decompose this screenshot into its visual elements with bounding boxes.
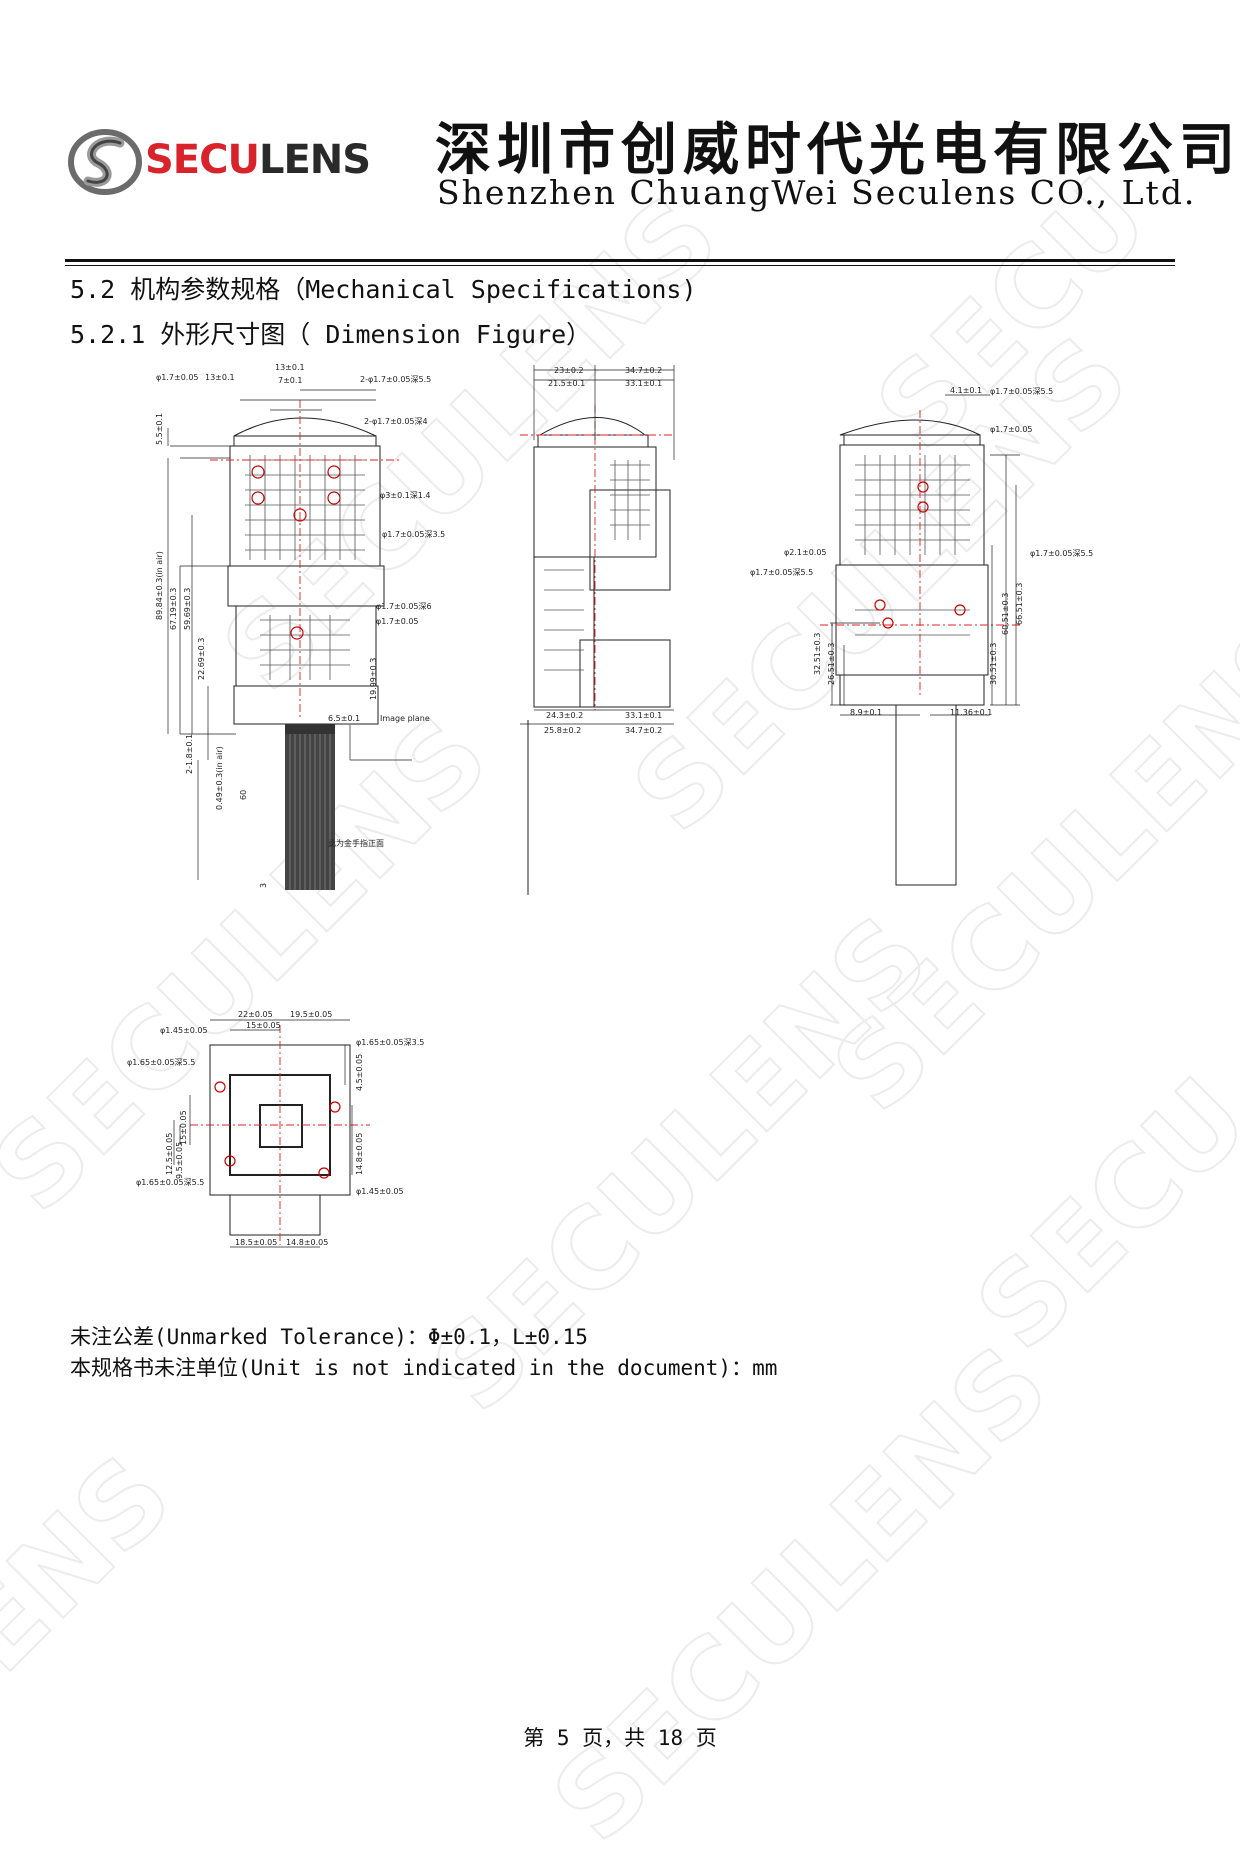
dim-label: φ1.7±0.05深5.5: [750, 568, 813, 577]
dim-label: 15±0.05: [246, 1021, 281, 1030]
dim-label: 33.1±0.1: [625, 711, 662, 720]
dim-label: 7±0.1: [278, 376, 303, 385]
dim-label: 22±0.05: [238, 1010, 273, 1019]
logo-text: SECULENS: [145, 137, 371, 183]
dim-label: φ1.45±0.05: [160, 1026, 208, 1035]
dim-label: Image plane: [380, 714, 430, 723]
dim-label: φ1.7±0.05深6: [376, 602, 432, 611]
dim-label: 34.7±0.2: [625, 366, 662, 375]
dim-label: 11.36±0.1: [950, 708, 992, 717]
dim-label: 2-φ1.7±0.05深4: [364, 417, 428, 426]
dim-label: 60: [239, 790, 248, 800]
dim-label: 14.8±0.05: [286, 1238, 328, 1247]
dim-label: 3: [259, 883, 268, 888]
dim-label: 66.51±0.3: [1015, 583, 1024, 625]
dim-label: 24.3±0.2: [546, 711, 583, 720]
dim-label: 34.7±0.2: [625, 726, 662, 735]
watermark: ENS: [0, 1431, 197, 1698]
dim-label: 13±0.1: [205, 373, 235, 382]
rear-view-drawing: 4.1±0.1 φ1.7±0.05深5.5 φ1.7±0.05 φ2.1±0.0…: [750, 386, 1093, 886]
dim-label: 25.8±0.2: [544, 726, 581, 735]
dim-label: 33.1±0.1: [625, 379, 662, 388]
dim-label: 32.51±0.3: [813, 633, 822, 675]
unit-note: 本规格书未注单位(Unit is not indicated in the do…: [70, 1356, 778, 1380]
dim-label: 4.1±0.1: [950, 386, 982, 395]
dim-label: 19.99±0.3: [369, 658, 378, 700]
dim-label: 0.49±0.3(in air): [215, 746, 224, 810]
dim-label: 2-1.8±0.1: [185, 734, 194, 774]
dim-label: φ1.7±0.05: [376, 617, 419, 626]
dim-label: φ1.7±0.05深5.5: [1030, 549, 1093, 558]
tolerance-note: 未注公差(Unmarked Tolerance)：Φ±0.1，L±0.15: [70, 1325, 588, 1349]
dim-label: φ1.7±0.05: [156, 373, 199, 382]
dim-label: 6.5±0.1: [328, 714, 360, 723]
dim-label: 5.5±0.1: [155, 413, 164, 445]
dim-label: φ3±0.1深1.4: [380, 491, 431, 500]
dim-label: 8.9±0.1: [850, 708, 882, 717]
dim-label: 21.5±0.1: [548, 379, 585, 388]
dim-label: φ1.65±0.05深5.5: [127, 1058, 195, 1067]
dim-label: 19.5±0.05: [290, 1010, 332, 1019]
watermark: SECU: [951, 1053, 1240, 1375]
dim-label: 23±0.2: [554, 366, 584, 375]
seculens-logo-icon: [68, 129, 142, 195]
header-rule-thin: [65, 265, 1175, 266]
dim-label: φ1.7±0.05: [990, 425, 1033, 434]
dim-label: 67.19±0.3: [169, 588, 178, 630]
dim-label: 2-φ1.7±0.05深5.5: [360, 375, 431, 384]
dim-label: 60.51±0.3: [1001, 593, 1010, 635]
company-name-cn: 深圳市创威时代光电有限公司: [435, 118, 1240, 183]
dim-label: 14.8±0.05: [355, 1133, 364, 1175]
dim-label: 59.69±0.3: [183, 588, 192, 630]
bottom-view-drawing: 22±0.05 19.5±0.05 15±0.05 φ1.45±0.05 φ1.…: [127, 1010, 424, 1248]
letterhead: SECULENS 深圳市创威时代光电有限公司 Shenzhen ChuangWe…: [60, 95, 1235, 225]
front-view-drawing: φ1.7±0.05 13±0.1 13±0.1 7±0.1 2-φ1.7±0.0…: [155, 363, 445, 890]
dim-label: 22.69±0.3: [197, 638, 206, 680]
header-rule: [65, 259, 1175, 262]
logo-lens: LENS: [258, 137, 371, 183]
dim-label: 15±0.05: [179, 1110, 188, 1145]
dim-label: φ1.45±0.05: [356, 1187, 404, 1196]
dim-label: φ1.7±0.05深5.5: [990, 387, 1053, 396]
dim-label: 此为金手指正面: [328, 838, 384, 848]
dim-label: φ2.1±0.05: [784, 548, 827, 557]
dim-label: 9.5±0.05: [175, 1142, 184, 1179]
dim-label: 18.5±0.05: [235, 1238, 277, 1247]
watermark: SECULENS: [528, 1321, 1074, 1866]
dim-label: 89.84±0.3(in air): [155, 551, 164, 620]
dim-label: 30.51±0.3: [989, 643, 998, 685]
dim-label: 12.5±0.05: [165, 1133, 174, 1175]
dim-label: 13±0.1: [275, 363, 305, 372]
subsection-heading: 5.2.1 外形尺寸图（ Dimension Figure）: [70, 320, 592, 349]
dim-label: φ1.65±0.05深5.5: [136, 1178, 204, 1187]
dim-label: 4.5±0.05: [355, 1054, 364, 1091]
page-number: 第 5 页，共 18 页: [523, 1726, 717, 1750]
side-view-drawing: 23±0.2 34.7±0.2 21.5±0.1 33.1±0.1 24.3±0…: [520, 365, 675, 895]
dim-label: φ1.65±0.05深3.5: [356, 1038, 424, 1047]
section-heading: 5.2 机构参数规格（Mechanical Specifications): [70, 275, 697, 304]
logo-sec: SECU: [145, 137, 260, 183]
dim-label: 26.51±0.3: [827, 643, 836, 685]
company-name-en: Shenzhen ChuangWei Seculens CO., Ltd.: [437, 173, 1197, 212]
dim-label: φ1.7±0.05深3.5: [382, 530, 445, 539]
